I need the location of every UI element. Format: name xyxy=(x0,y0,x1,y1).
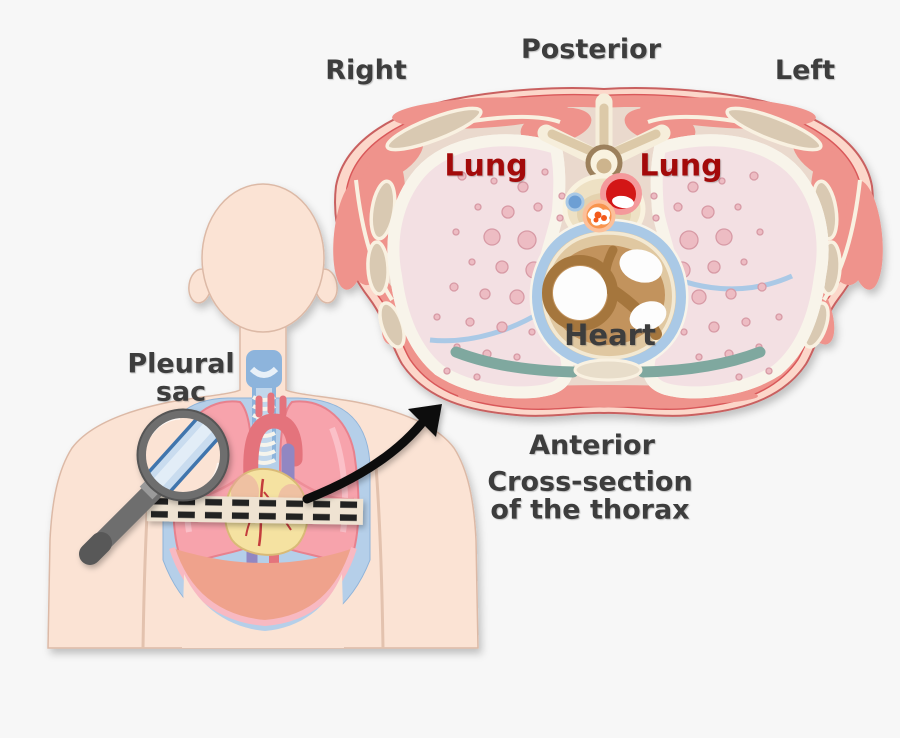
label-anterior: Anterior xyxy=(529,429,655,461)
zoom-arrow xyxy=(302,404,442,504)
costal-cartilage xyxy=(450,346,766,378)
sternum xyxy=(573,358,643,382)
label-heart: Heart xyxy=(564,317,656,352)
label-right: Right xyxy=(325,54,407,86)
abdomen xyxy=(182,574,344,648)
section-heart-shape xyxy=(537,226,681,365)
caption-line-2: of the thorax xyxy=(490,495,690,526)
label-lung-left-side: Lung xyxy=(639,148,723,184)
diaphragm xyxy=(169,547,357,627)
azygos-vein xyxy=(565,192,585,212)
label-pleural-sac: Pleural sac xyxy=(127,348,235,408)
arm-crease-right xyxy=(374,465,385,649)
cross-section-illustration xyxy=(333,87,883,417)
ribs xyxy=(366,106,842,349)
pleural-line-1: Pleural xyxy=(127,348,235,380)
magnifier-ring xyxy=(138,410,228,500)
magnifier xyxy=(79,408,230,565)
pleural-line-2: sac xyxy=(155,377,207,408)
trachea xyxy=(246,350,282,465)
label-posterior: Posterior xyxy=(520,33,662,65)
larynx xyxy=(246,350,282,388)
caption-line-1: Cross-section xyxy=(487,466,693,498)
label-lung-right-side: Lung xyxy=(444,148,528,184)
head xyxy=(188,183,338,333)
caption-cross-section: Cross-section of the thorax xyxy=(487,466,693,526)
great-vessels xyxy=(565,173,642,233)
label-left: Left xyxy=(774,54,836,86)
